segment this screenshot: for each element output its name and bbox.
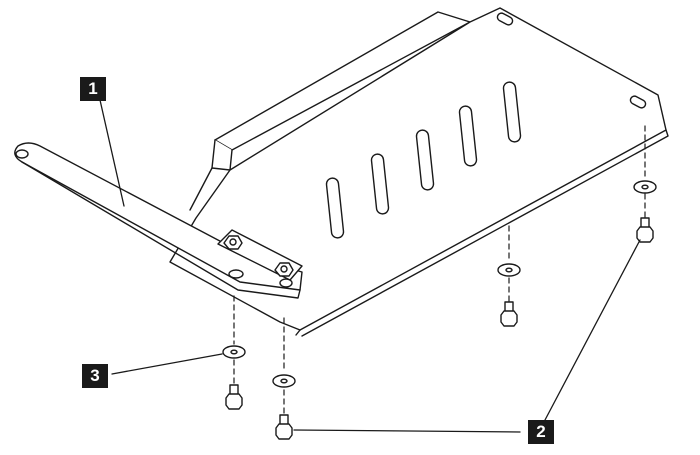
washer [633, 180, 657, 194]
bolt [500, 301, 518, 327]
callout-3: 3 [82, 364, 108, 388]
mount-slot [496, 12, 514, 26]
leader-lines [99, 99, 641, 433]
bolt [275, 414, 293, 440]
bolt [225, 384, 243, 410]
callout-1: 1 [80, 77, 106, 101]
washer [272, 374, 296, 388]
callout-2: 2 [528, 420, 554, 444]
nut [274, 262, 294, 277]
nut [223, 235, 243, 250]
washer [497, 263, 521, 277]
skid-plate [169, 7, 669, 337]
bracket-plate [217, 229, 303, 281]
washer [222, 345, 246, 359]
rear-flange [189, 11, 471, 211]
bracket-bar [14, 142, 303, 299]
vent-slots [325, 81, 522, 239]
mount-slot [629, 95, 647, 109]
bolt [636, 217, 654, 243]
fastener-axis-lines [233, 125, 646, 416]
